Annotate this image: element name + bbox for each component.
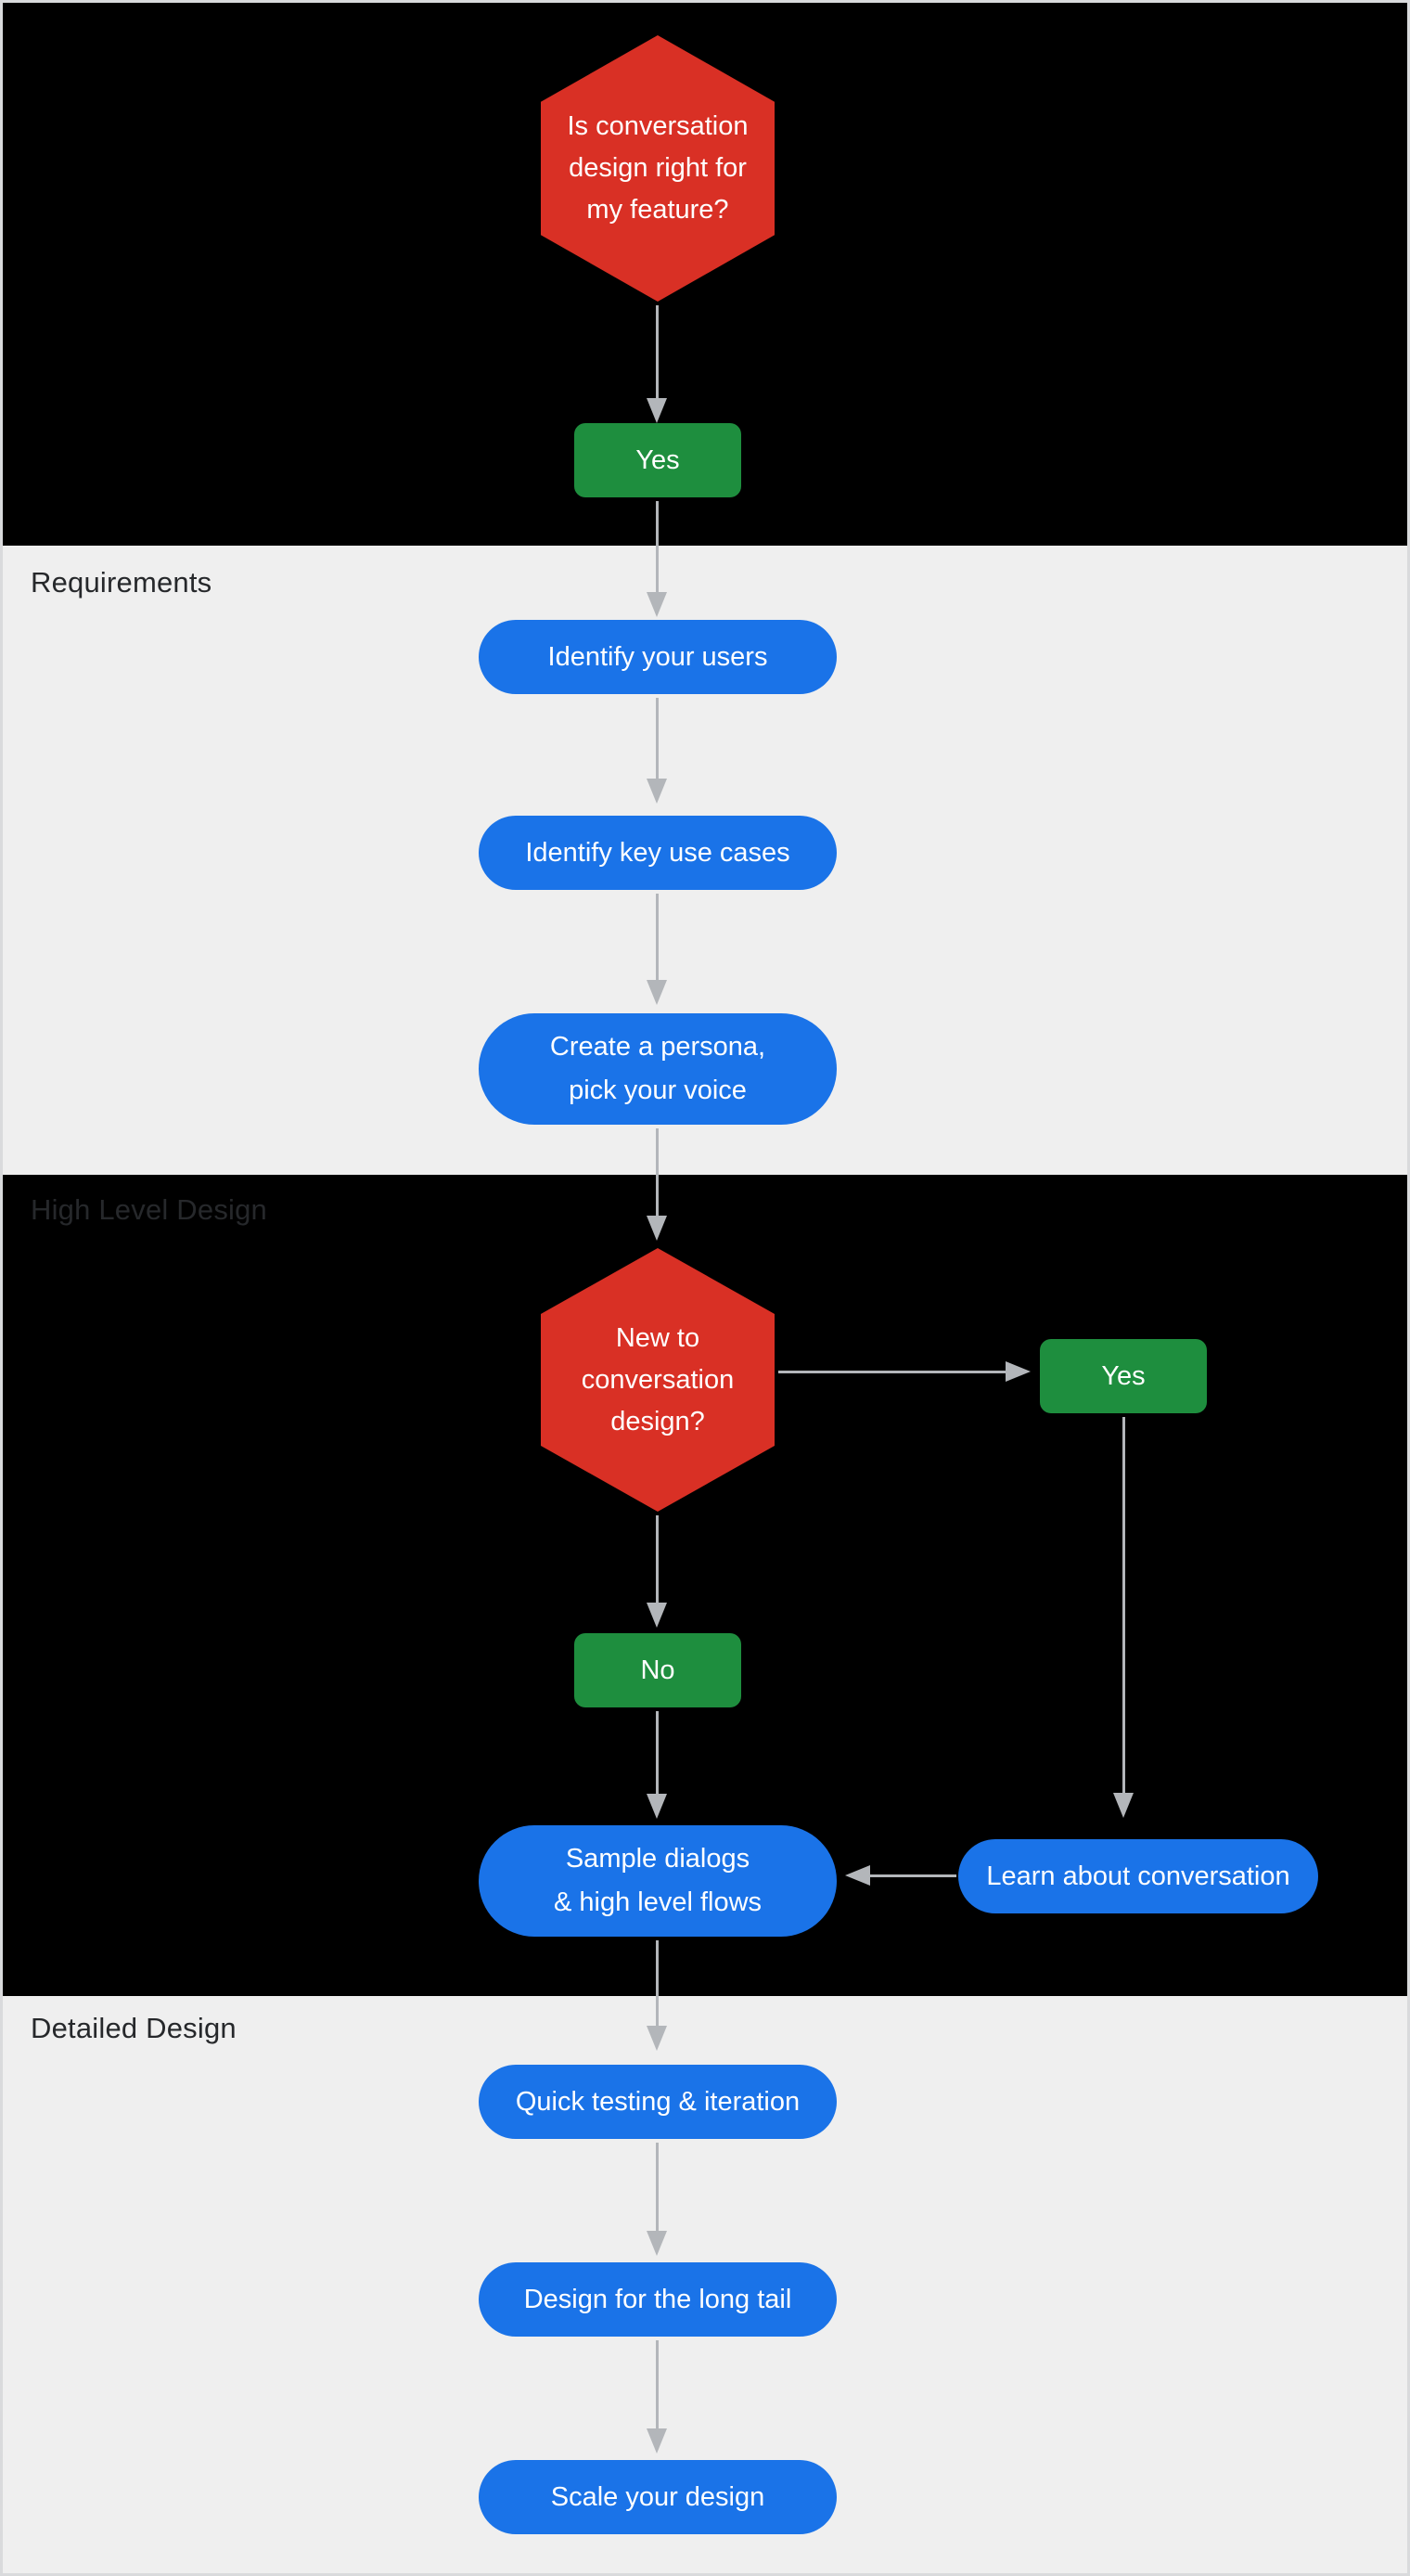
arrow-quick-testing-to-long-tail-line (656, 2143, 659, 2231)
decision-is-conversation-design-right: Is conversation design right for my feat… (541, 35, 775, 302)
step-quick-testing-iteration: Quick testing & iteration (479, 2065, 837, 2139)
arrow-persona-to-new-decision-head (647, 1216, 667, 1241)
arrow-sample-to-quick-testing-head (647, 2026, 667, 2051)
arrow-learn-to-sample-dialogs-line (870, 1874, 956, 1877)
answer-no-new: No (574, 1633, 741, 1707)
arrow-yes-to-learn-head (1113, 1793, 1134, 1818)
arrow-yes-to-learn-line (1122, 1417, 1125, 1793)
step-design-for-long-tail: Design for the long tail (479, 2262, 837, 2337)
arrow-no-to-sample-dialogs-head (647, 1794, 667, 1819)
answer-yes-new: Yes (1040, 1339, 1207, 1413)
arrow-new-decision-to-yes-line (778, 1371, 1006, 1373)
arrow-persona-to-new-decision-line (656, 1128, 659, 1216)
arrow-new-decision-to-yes-head (1006, 1361, 1031, 1382)
arrow-learn-to-sample-dialogs-head (845, 1865, 870, 1886)
step-identify-your-users: Identify your users (479, 620, 837, 694)
step-identify-key-use-cases: Identify key use cases (479, 816, 837, 890)
arrow-users-to-use-cases-head (647, 779, 667, 804)
arrow-new-decision-to-no-head (647, 1603, 667, 1628)
step-create-persona-pick-voice: Create a persona, pick your voice (479, 1013, 837, 1125)
arrow-yes-to-identify-users-line (656, 501, 659, 592)
answer-yes-start: Yes (574, 423, 741, 497)
arrow-use-cases-to-persona-head (647, 980, 667, 1005)
step-learn-about-conversation: Learn about conversation (958, 1839, 1318, 1913)
arrow-start-decision-to-yes-head (647, 398, 667, 423)
arrow-sample-to-quick-testing-line (656, 1940, 659, 2026)
arrow-start-decision-to-yes-line (656, 305, 659, 398)
section-heading-requirements: Requirements (31, 566, 212, 599)
section-heading-high-level-design: High Level Design (31, 1193, 267, 1226)
arrow-long-tail-to-scale-head (647, 2428, 667, 2454)
arrow-users-to-use-cases-line (656, 698, 659, 779)
arrow-yes-to-identify-users-head (647, 592, 667, 617)
step-sample-dialogs-high-level-flows: Sample dialogs & high level flows (479, 1825, 837, 1937)
step-scale-your-design: Scale your design (479, 2460, 837, 2534)
arrow-long-tail-to-scale-line (656, 2340, 659, 2428)
decision-new-to-conversation-design: New to conversation design? (541, 1248, 775, 1512)
arrow-use-cases-to-persona-line (656, 894, 659, 980)
arrow-no-to-sample-dialogs-line (656, 1711, 659, 1794)
arrow-new-decision-to-no-line (656, 1515, 659, 1603)
section-heading-detailed-design: Detailed Design (31, 2012, 237, 2044)
arrow-quick-testing-to-long-tail-head (647, 2231, 667, 2256)
